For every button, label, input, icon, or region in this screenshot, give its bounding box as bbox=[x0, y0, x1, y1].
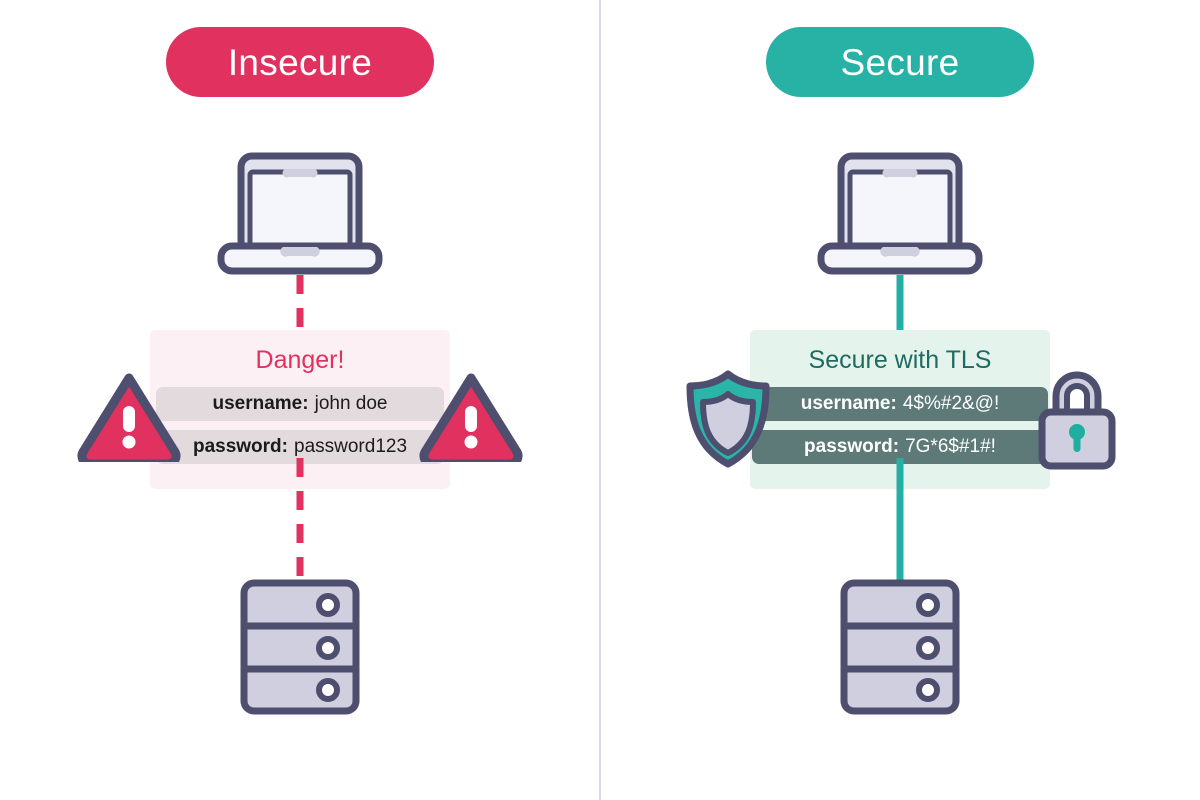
tls-heading: Secure with TLS bbox=[808, 346, 992, 374]
warning-triangle-icon bbox=[75, 370, 183, 469]
credential-key: password: bbox=[804, 436, 900, 457]
credential-value: password123 bbox=[294, 436, 408, 457]
credential-key: username: bbox=[212, 393, 309, 414]
credential-key: username: bbox=[800, 393, 897, 414]
credential-key: password: bbox=[192, 436, 288, 457]
insecure-credential-panel: Danger! username: john doe password: pas… bbox=[77, 330, 523, 489]
insecure-link-upper bbox=[296, 275, 304, 335]
credential-value: john doe bbox=[314, 393, 388, 414]
panel-divider bbox=[599, 0, 601, 800]
credential-row: username: john doe bbox=[156, 387, 444, 421]
insecure-laptop-icon bbox=[215, 150, 385, 280]
credential-row: username: 4$%#2&@! bbox=[752, 387, 1048, 421]
warning-triangle-icon bbox=[417, 370, 525, 469]
insecure-badge: Insecure bbox=[166, 27, 434, 97]
danger-heading: Danger! bbox=[255, 346, 345, 374]
shield-icon bbox=[682, 368, 774, 475]
secure-panel: Secure Secure with TLS username: 4$%#2&@… bbox=[600, 0, 1200, 800]
padlock-icon bbox=[1034, 364, 1120, 475]
secure-link-upper bbox=[896, 275, 904, 335]
insecure-server-icon bbox=[239, 578, 361, 721]
credential-value: 7G*6$#1#! bbox=[905, 436, 996, 457]
secure-badge: Secure bbox=[766, 27, 1034, 97]
insecure-panel: Insecure Danger! username: john doe pass… bbox=[77, 27, 523, 721]
credential-value: 4$%#2&@! bbox=[902, 393, 1000, 414]
secure-link-lower bbox=[896, 458, 904, 580]
secure-server-icon bbox=[839, 578, 961, 721]
secure-laptop-icon bbox=[815, 150, 985, 280]
insecure-link-lower bbox=[296, 458, 304, 580]
